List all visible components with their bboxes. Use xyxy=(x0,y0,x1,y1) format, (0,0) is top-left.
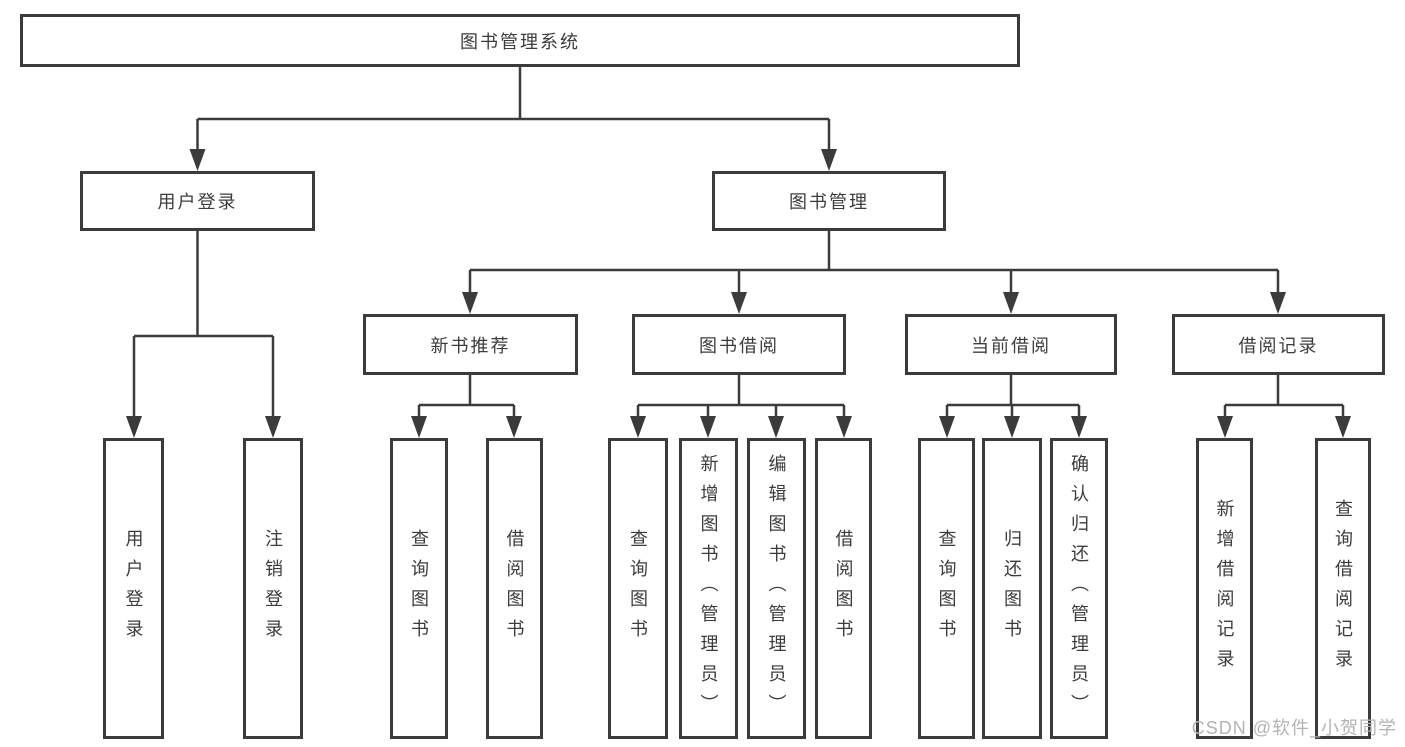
leaf-query-books-recommend: 查询图书 xyxy=(390,438,448,739)
leaf-query-borrow-record: 查询借阅记录 xyxy=(1315,438,1371,739)
leaf-confirm-return-admin: 确认归还（管理员） xyxy=(1050,438,1108,739)
node-current-borrowing: 当前借阅 xyxy=(905,314,1117,375)
node-root-system: 图书管理系统 xyxy=(20,14,1020,67)
arrowhead-icons xyxy=(126,149,1351,438)
leaf-borrow-books-borrowing: 借阅图书 xyxy=(815,438,872,739)
node-book-management: 图书管理 xyxy=(712,171,946,231)
node-borrowing-records: 借阅记录 xyxy=(1172,314,1385,375)
node-book-borrowing: 图书借阅 xyxy=(632,314,846,375)
node-user-login: 用户登录 xyxy=(80,171,315,231)
leaf-edit-books-admin: 编辑图书（管理员） xyxy=(747,438,806,739)
leaf-borrow-books-recommend: 借阅图书 xyxy=(486,438,543,739)
leaf-logout-login: 注销登录 xyxy=(243,438,303,739)
leaf-add-borrow-record: 新增借阅记录 xyxy=(1196,438,1253,739)
leaf-query-books-borrowing: 查询图书 xyxy=(608,438,668,739)
node-new-book-recommendation: 新书推荐 xyxy=(363,314,578,375)
leaf-query-books-current: 查询图书 xyxy=(918,438,975,739)
leaf-user-login: 用户登录 xyxy=(103,438,164,739)
csdn-watermark: CSDN @软件_小贺同学 xyxy=(1191,718,1397,738)
leaf-return-books: 归还图书 xyxy=(982,438,1042,739)
tree-edges xyxy=(132,67,1345,418)
leaf-add-books-admin: 新增图书（管理员） xyxy=(679,438,738,739)
